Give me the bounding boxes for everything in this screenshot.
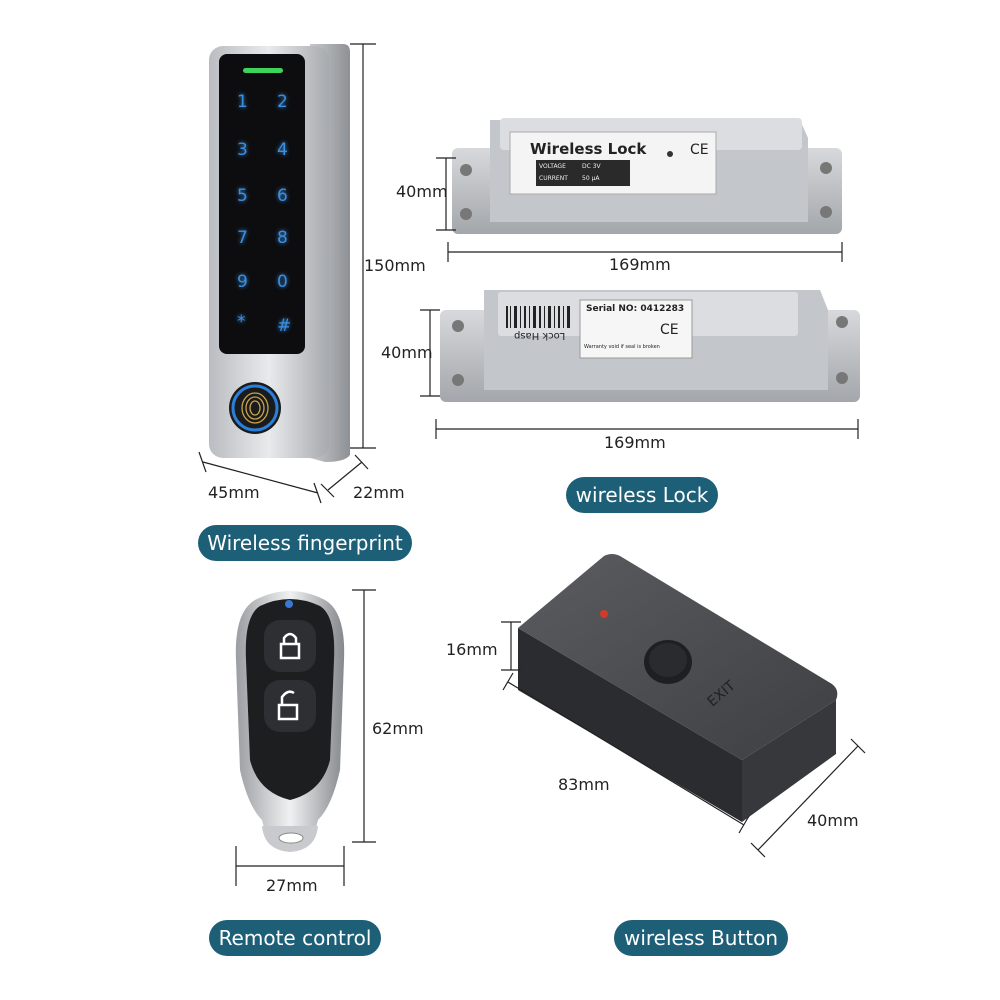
exit-button-text: EXIT: [704, 677, 739, 711]
remote-height-label: 62mm: [372, 719, 424, 738]
keypad-key: #: [277, 316, 292, 336]
lock-current-key: CURRENT: [539, 175, 568, 182]
fingerprint-label-badge: Wireless fingerprint: [198, 525, 412, 561]
lock-voltage-value: DC 3V: [582, 163, 601, 170]
button-height-label: 16mm: [446, 640, 498, 659]
keypad-key: 3: [237, 140, 248, 160]
remote-label-badge: Remote control: [209, 920, 381, 956]
lock-serial-text: Serial NO: 0412283: [586, 304, 685, 314]
keypad-key: 0: [277, 272, 288, 292]
keypad-key: 7: [237, 228, 248, 248]
keypad-key: 2: [277, 92, 288, 112]
keypad-key: *: [237, 312, 246, 332]
fingerprint-height-label: 150mm: [364, 256, 426, 275]
keypad-key: 4: [277, 140, 288, 160]
lock-bottom-length-label: 169mm: [604, 433, 666, 452]
button-width-label: 40mm: [807, 811, 859, 830]
fingerprint-width-label: 45mm: [208, 483, 260, 502]
fingerprint-depth-label: 22mm: [353, 483, 405, 502]
lock-label-badge: wireless Lock: [566, 477, 718, 513]
lock-top-height-label: 40mm: [396, 182, 448, 201]
fingerprint-keypad: 1 2 3 4 5 6 7 8 9 0 * #: [195, 40, 395, 510]
lock-current-value: 50 µA: [582, 175, 600, 182]
lock-hasp-text: Lock Hasp: [514, 330, 566, 341]
keypad-body: [209, 44, 350, 462]
lock-front: [452, 118, 842, 234]
keypad-key: 6: [277, 186, 288, 206]
remote-width-label: 27mm: [266, 876, 318, 895]
button-label-badge: wireless Button: [614, 920, 788, 956]
keypad-key: 8: [277, 228, 288, 248]
keypad-key: 5: [237, 186, 248, 206]
keypad-key: 1: [237, 92, 248, 112]
lock-back-ce-mark: CE: [660, 322, 679, 338]
button-length-label: 83mm: [558, 775, 610, 794]
lock-voltage-key: VOLTAGE: [539, 163, 566, 170]
lock-bottom-height-label: 40mm: [381, 343, 433, 362]
lock-top-length-label: 169mm: [609, 255, 671, 274]
lock-front-title: Wireless Lock: [530, 140, 647, 158]
keypad-key: 9: [237, 272, 248, 292]
lock-ce-mark: CE: [690, 142, 709, 158]
lock-warranty-text: Warranty void if seal is broken: [584, 344, 660, 350]
